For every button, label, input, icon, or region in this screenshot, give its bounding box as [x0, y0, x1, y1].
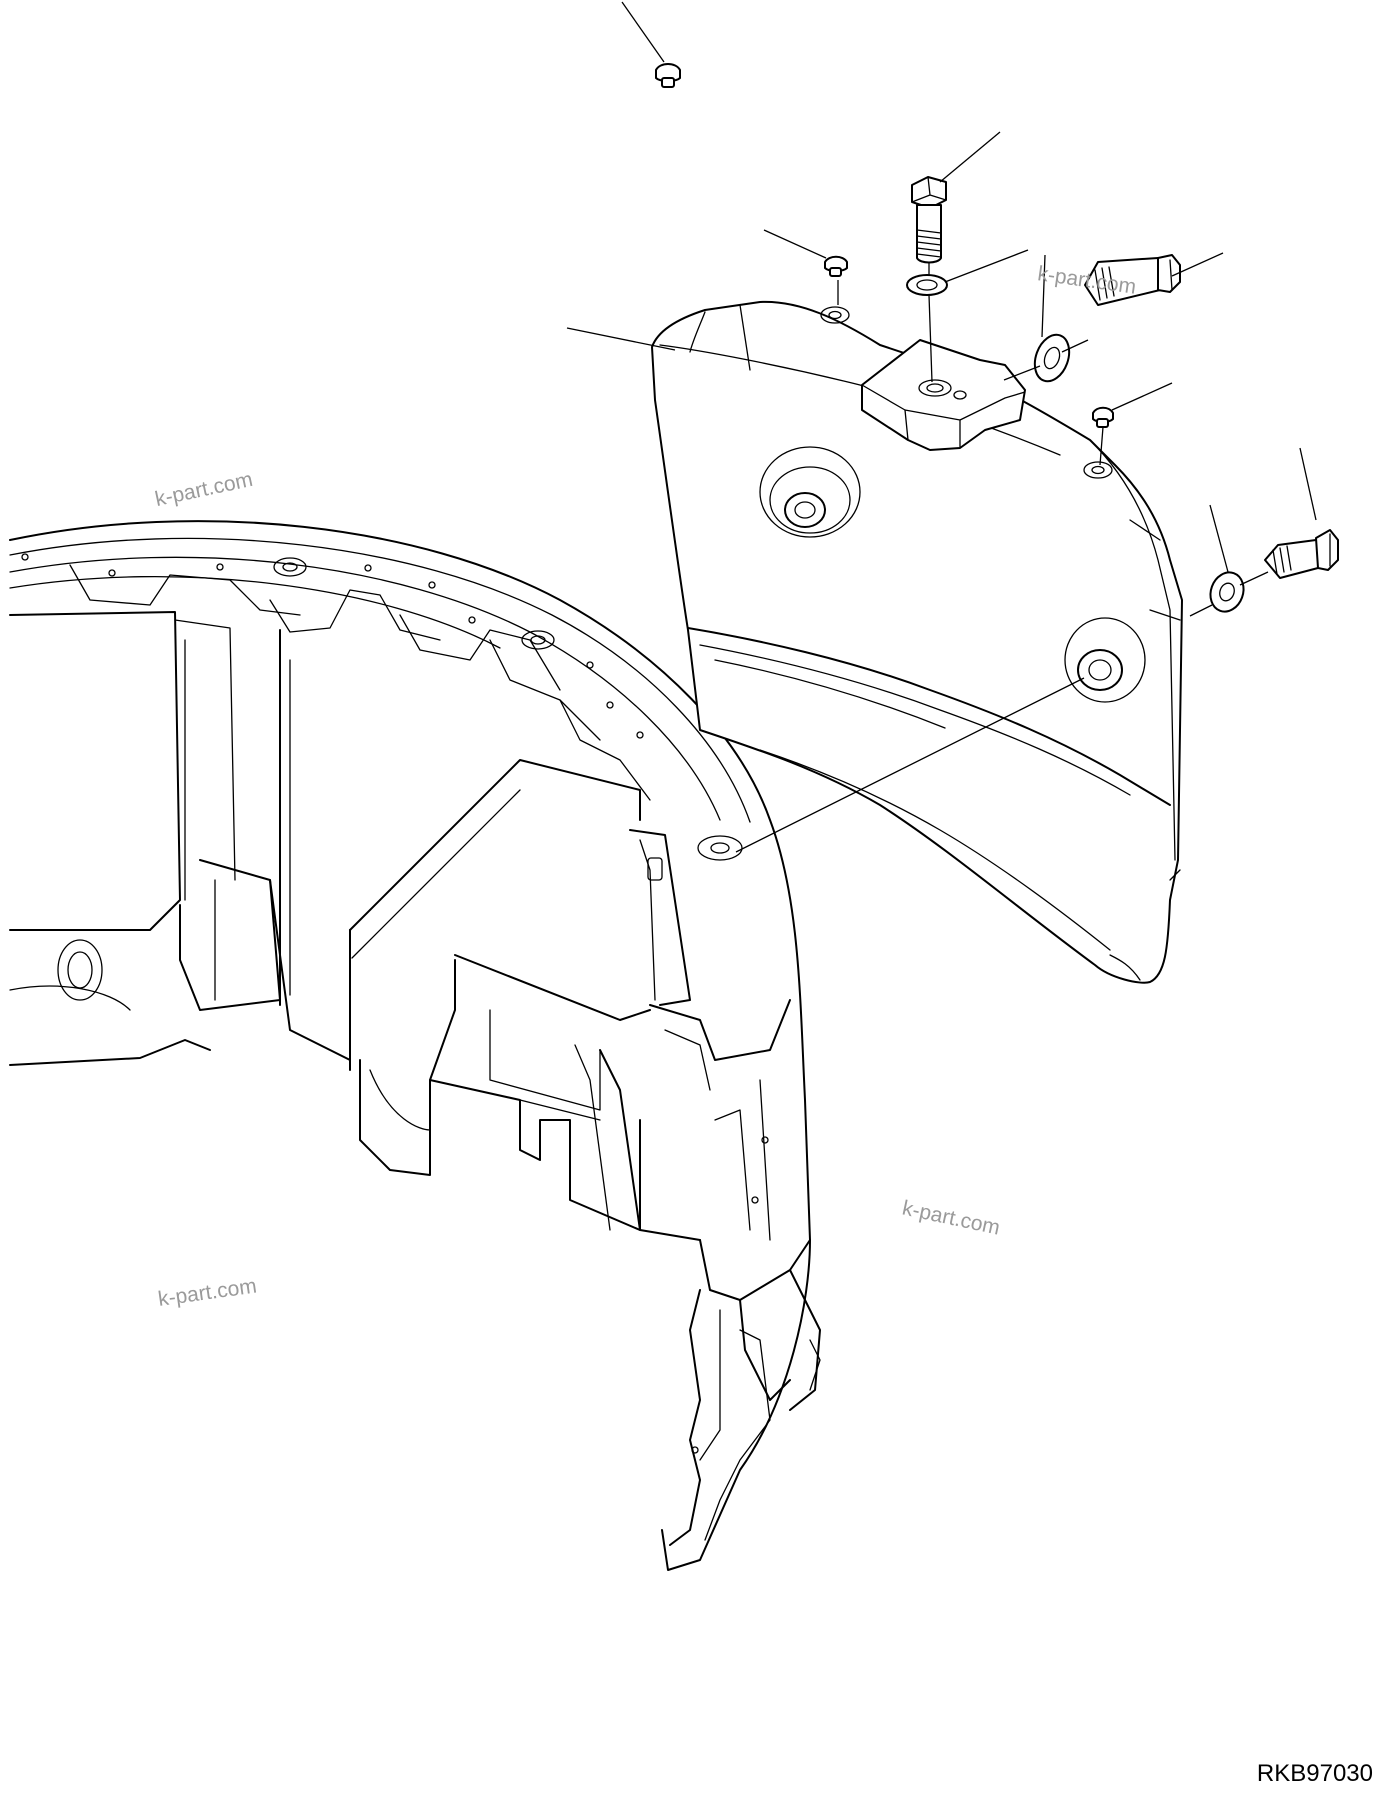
- washer-top: [906, 274, 948, 296]
- horizontal-bolt-upper: [1084, 254, 1181, 306]
- washer-lower-right: [1209, 571, 1245, 613]
- plug-right: [1092, 406, 1114, 428]
- washer-upper-right: [1033, 333, 1071, 383]
- revolving-frame: [9, 520, 821, 1571]
- counterweight: [651, 300, 1183, 984]
- vertical-bolt: [911, 176, 947, 264]
- leader-lines: [566, 1, 1317, 853]
- plug-top: [655, 63, 681, 88]
- horizontal-bolt-lower: [1264, 529, 1339, 579]
- plug-upper-left: [824, 255, 848, 277]
- drawing-code: RKB97030: [1256, 1760, 1373, 1787]
- fasteners: [655, 63, 1339, 613]
